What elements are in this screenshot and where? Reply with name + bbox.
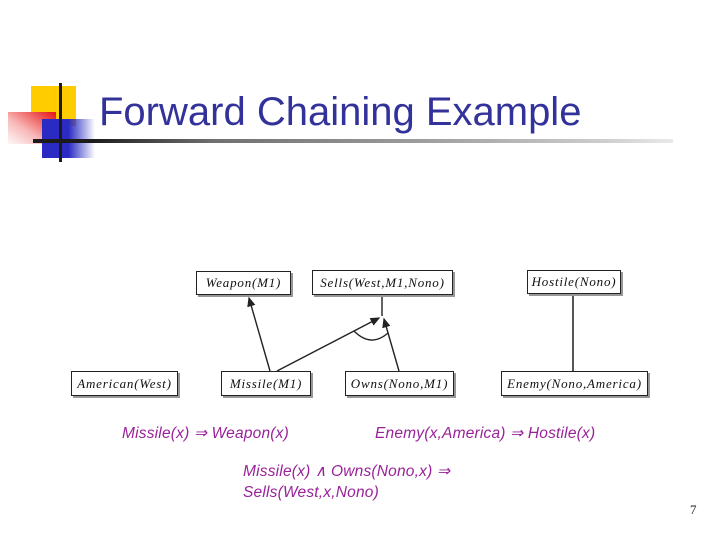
rule-enemy-implies-hostile: Enemy(x,America) ⇒ Hostile(x) [375, 425, 596, 442]
node-american: American(West) [71, 371, 178, 396]
rule-missile-implies-weapon: Missile(x) ⇒ Weapon(x) [122, 425, 289, 442]
decoration-vertical-line [59, 83, 62, 162]
slide-title: Forward Chaining Example [99, 90, 582, 134]
node-hostile: Hostile(Nono) [527, 270, 621, 294]
node-enemy: Enemy(Nono,America) [501, 371, 648, 396]
rule-sells-line2: Sells(West,x,Nono) [243, 484, 379, 501]
node-sells: Sells(West,M1,Nono) [312, 270, 453, 295]
link-missile-to-sells [276, 317, 381, 372]
rule-sells-line1: Missile(x) ∧ Owns(Nono,x) ⇒ [243, 463, 451, 480]
node-weapon: Weapon(M1) [196, 271, 291, 295]
decoration-blue-square [42, 119, 95, 158]
link-owns-to-sells [382, 317, 400, 372]
node-missile: Missile(M1) [221, 371, 311, 396]
page-number: 7 [690, 502, 697, 517]
title-underline-rule [33, 139, 673, 143]
and-arc [353, 330, 389, 341]
node-owns: Owns(Nono,M1) [345, 371, 454, 396]
rule-missile-owns-implies-sells: Missile(x) ∧ Owns(Nono,x) ⇒ Sells(West,x… [243, 461, 450, 503]
link-missile-to-weapon [247, 296, 271, 372]
